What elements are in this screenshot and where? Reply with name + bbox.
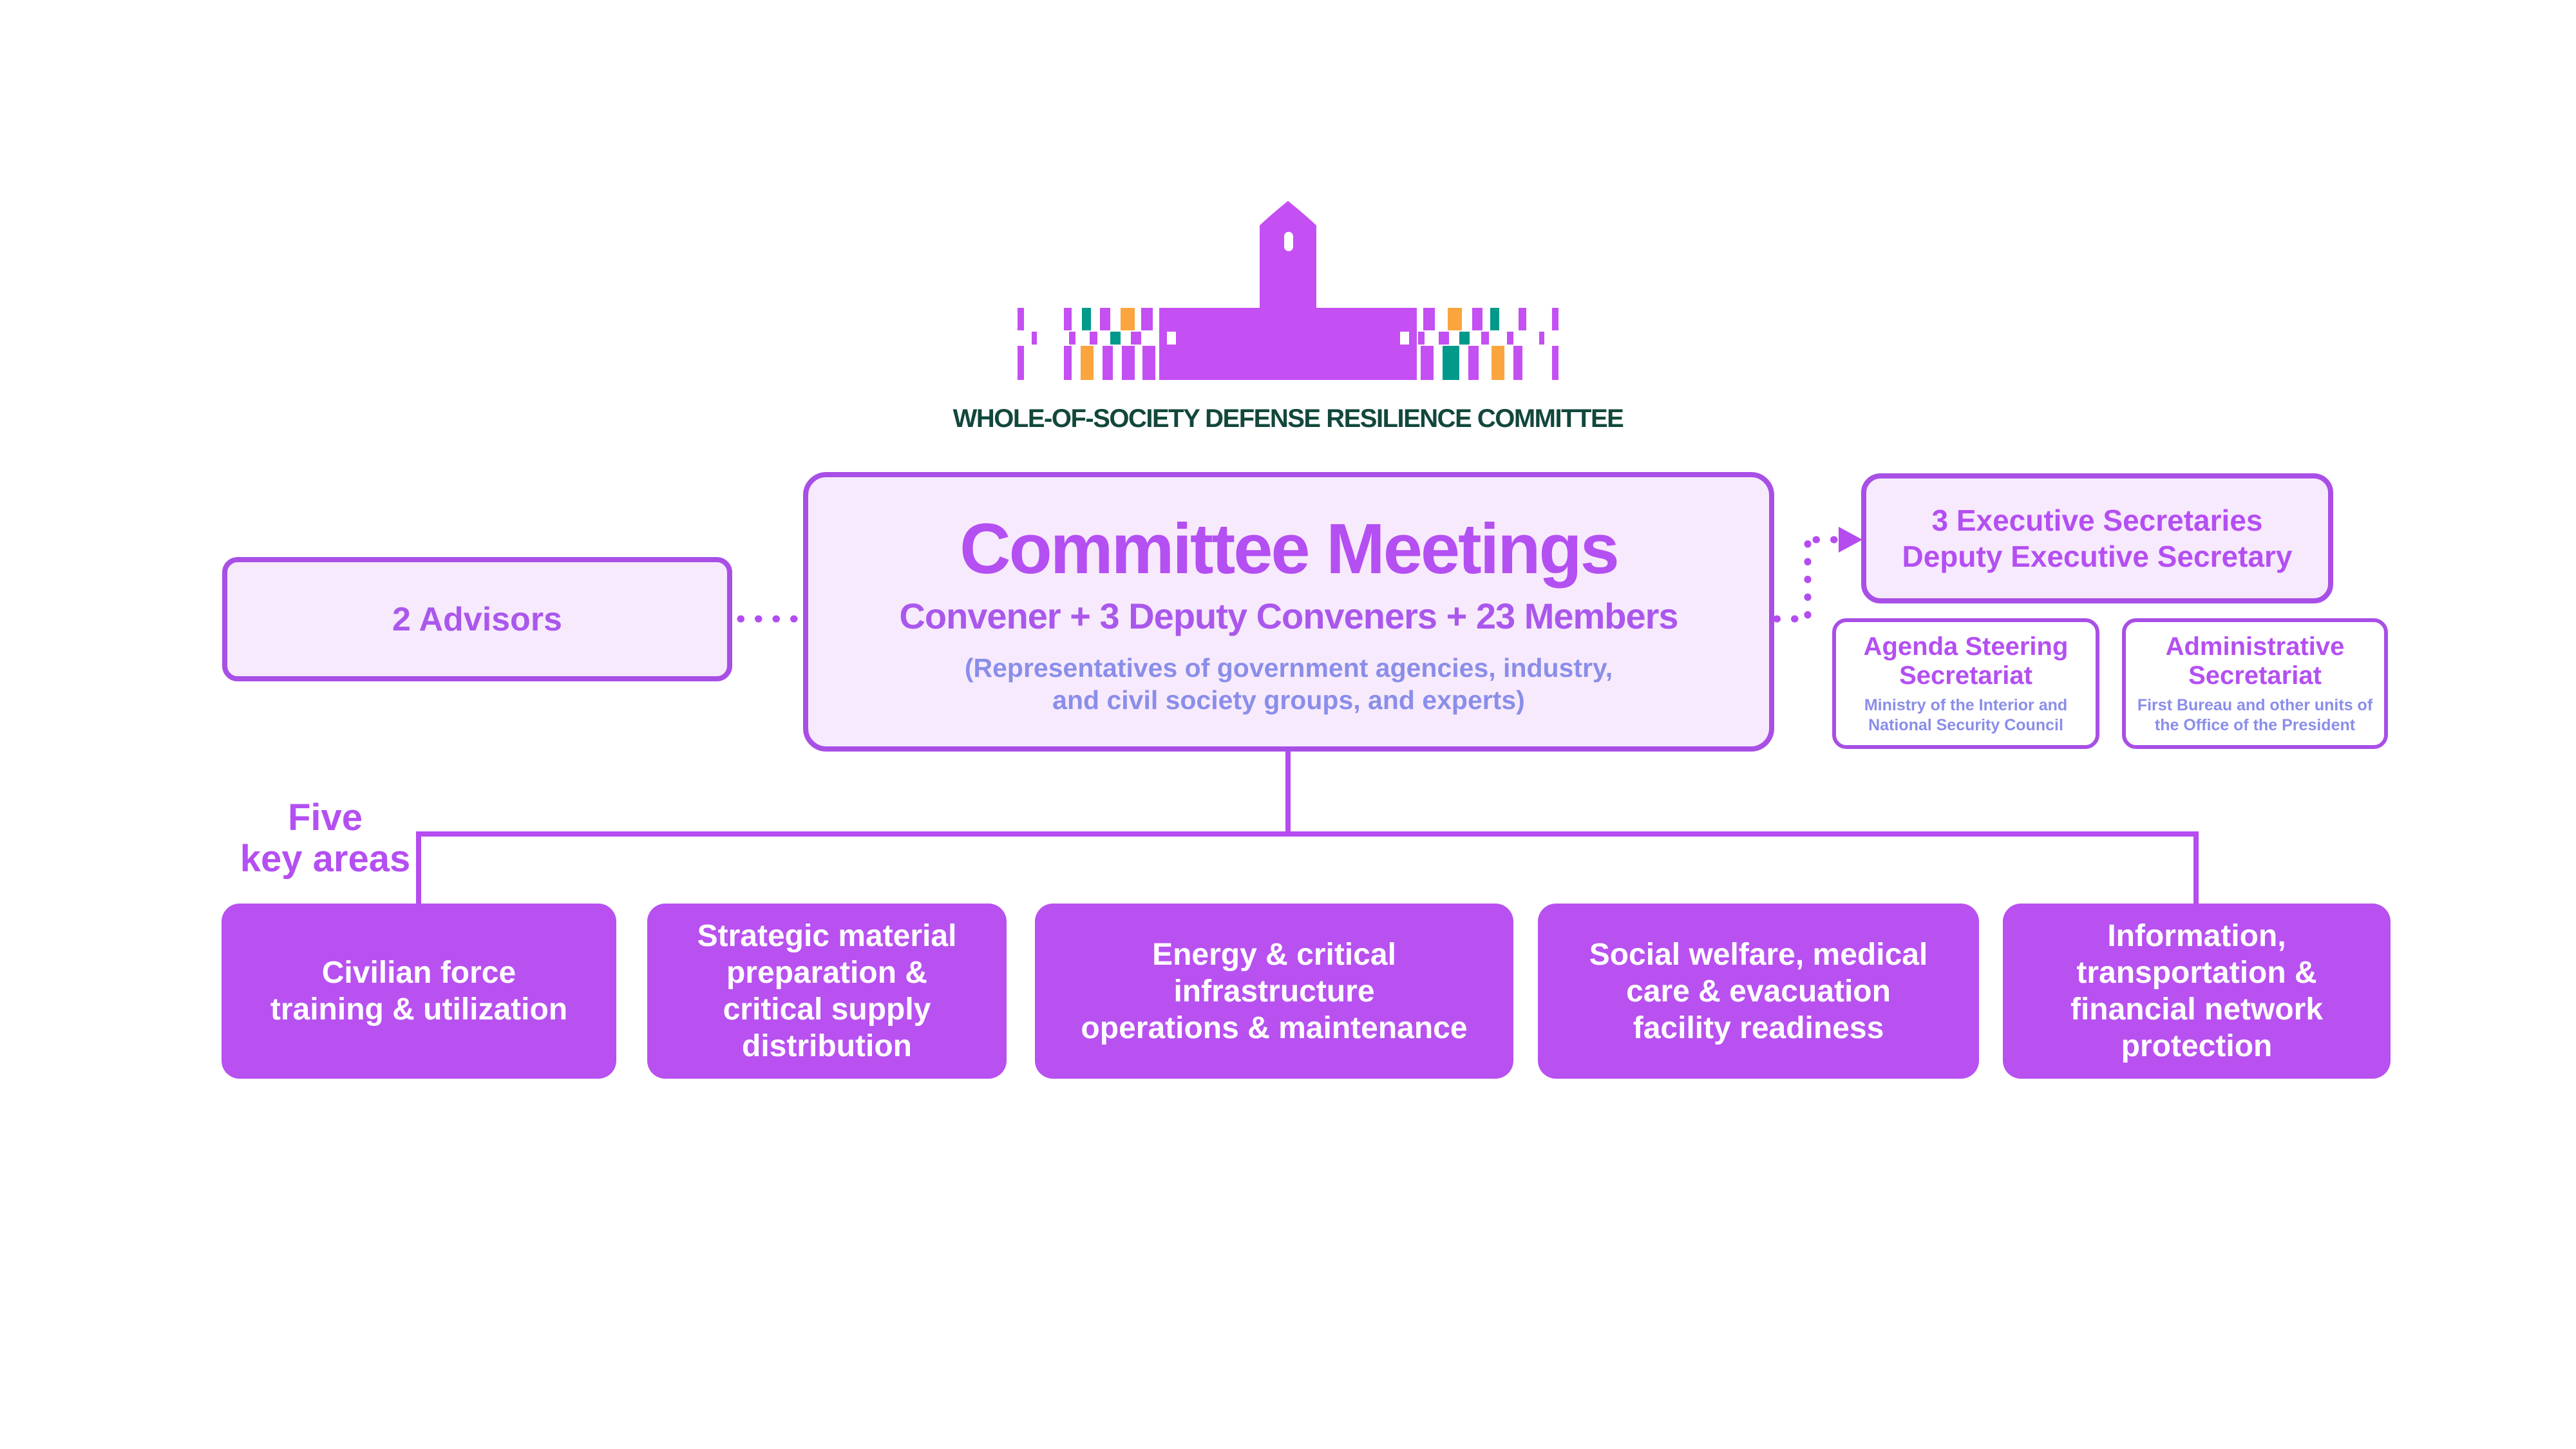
key-areas-label: Five key areas <box>240 797 411 880</box>
committee-subtitle: Convener + 3 Deputy Conveners + 23 Membe… <box>899 596 1678 636</box>
arrowhead-icon <box>1839 527 1862 553</box>
administrative-secretariat-subtitle: First Bureau and other units of the Offi… <box>2137 696 2373 734</box>
committee-note: (Representatives of government agencies,… <box>964 653 1613 715</box>
logo-caption: WHOLE-OF-SOCIETY DEFENSE RESILIENCE COMM… <box>952 404 1624 433</box>
key-area-box-civilian-force: Civilian force training & utilization <box>222 904 616 1079</box>
executive-secretaries-box: 3 Executive Secretaries Deputy Executive… <box>1861 473 2333 603</box>
dotted-connector-right <box>1773 536 1841 623</box>
key-area-box-strategic-material: Strategic material preparation & critica… <box>647 904 1007 1079</box>
agenda-secretariat-box: Agenda Steering Secretariat Ministry of … <box>1832 618 2099 749</box>
logo-tower <box>1260 201 1316 309</box>
key-area-box-information-networks: Information, transportation & financial … <box>2003 904 2391 1079</box>
administrative-secretariat-title: Administrative Secretariat <box>2165 632 2345 690</box>
agenda-secretariat-title: Agenda Steering Secretariat <box>1863 632 2069 690</box>
key-area-box-social-welfare: Social welfare, medical care & evacuatio… <box>1538 904 1979 1079</box>
advisors-box: 2 Advisors <box>222 557 732 681</box>
key-area-box-energy-infrastructure: Energy & critical infrastructure operati… <box>1035 904 1513 1079</box>
administrative-secretariat-box: Administrative Secretariat First Bureau … <box>2122 618 2388 749</box>
advisors-label: 2 Advisors <box>392 600 562 638</box>
agenda-secretariat-subtitle: Ministry of the Interior and National Se… <box>1864 696 2068 734</box>
committee-title: Committee Meetings <box>960 509 1620 589</box>
committee-meetings-box: Committee Meetings Convener + 3 Deputy C… <box>803 472 1774 752</box>
committee-logo-icon <box>1018 201 1558 380</box>
executive-secretaries-label: 3 Executive Secretaries Deputy Executive… <box>1902 504 2293 573</box>
